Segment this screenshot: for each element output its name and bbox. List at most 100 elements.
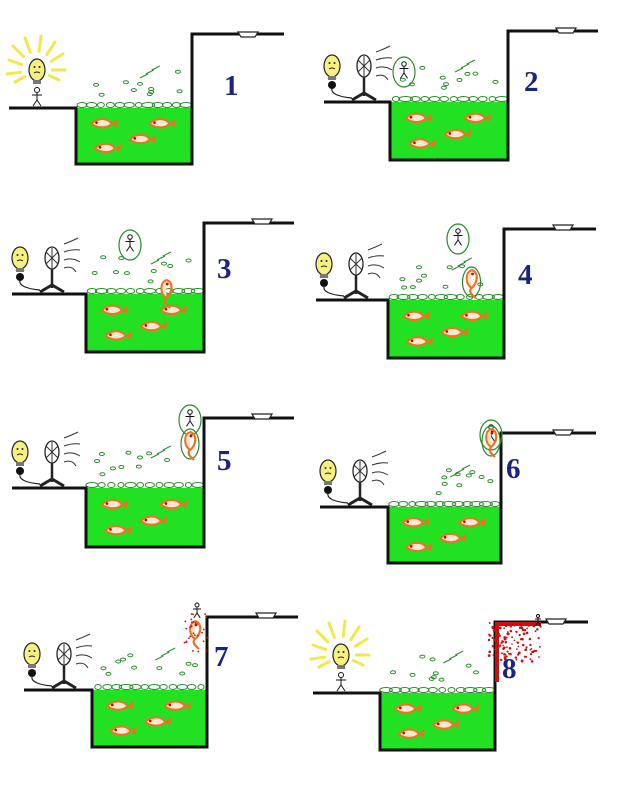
tank-outline — [12, 221, 294, 354]
splatter-dot — [521, 628, 525, 632]
surface-bubble — [135, 288, 145, 294]
surface-bubble — [428, 96, 441, 102]
mist-dot — [446, 265, 453, 270]
mist-line — [451, 265, 461, 271]
mist-dot — [105, 671, 112, 676]
surface-bubble — [184, 482, 192, 488]
surface-bubble — [107, 482, 116, 488]
splatter-dot — [509, 652, 512, 656]
splatter-dot — [509, 625, 512, 628]
fish-icon — [463, 112, 491, 123]
surface-bubble — [447, 687, 456, 693]
splatter-dot — [488, 621, 491, 624]
splatter-dot — [201, 631, 203, 634]
splatter-dot — [502, 640, 505, 643]
mist-dot — [174, 69, 181, 74]
splatter-dot — [495, 634, 498, 637]
splatter-dot — [525, 646, 528, 649]
splatter-dot — [491, 644, 495, 648]
fan-icon — [39, 237, 81, 294]
surface-bubble — [408, 687, 420, 693]
surface-bubble — [123, 102, 135, 108]
fish-icon — [160, 278, 173, 309]
tank-outline — [324, 29, 598, 162]
fish-icon — [148, 118, 176, 129]
surface-bubble — [408, 501, 417, 507]
splatter-dot — [518, 626, 522, 629]
mist-dot — [399, 277, 406, 282]
fish-icon — [109, 725, 137, 736]
mist-line — [151, 65, 161, 71]
surface-bubble — [191, 482, 205, 488]
splatter-dot — [505, 636, 508, 639]
fish-icon — [443, 128, 471, 140]
bowl-icon — [554, 27, 578, 34]
mist-dot — [91, 271, 98, 276]
splatter-dot — [202, 640, 205, 643]
surface-bubble — [163, 482, 175, 488]
mist-line — [455, 468, 465, 474]
surface-bubble — [391, 96, 401, 102]
panel-4: 4 — [315, 223, 596, 360]
splatter-dot — [529, 658, 532, 661]
mist-dot — [430, 675, 437, 680]
mist-line — [139, 73, 149, 79]
surface-bubble — [468, 96, 478, 102]
surface-bubble — [172, 288, 186, 294]
splatter-dot — [505, 625, 508, 628]
splatter-dot — [539, 621, 541, 624]
surface-bubble — [396, 294, 411, 300]
light-bulb-icon — [23, 642, 53, 687]
surface-bubble — [443, 294, 458, 300]
splatter-dot — [498, 634, 502, 638]
stick-figure-icon — [32, 87, 42, 107]
splatter-dot — [207, 636, 209, 639]
light-bulb-icon — [319, 459, 349, 504]
splatter-dot — [520, 626, 524, 630]
surface-bubble — [455, 294, 465, 300]
panel-number: 7 — [214, 641, 229, 673]
splatter-dot — [499, 658, 502, 661]
mist-line — [162, 251, 172, 257]
fish-icon — [408, 138, 436, 149]
fan-icon — [343, 243, 385, 300]
tank-outline — [320, 431, 596, 565]
mist-dot — [416, 278, 423, 283]
mist-dot — [435, 491, 442, 496]
surface-bubble — [399, 687, 411, 693]
surface-bubble — [129, 684, 142, 690]
mist-dot — [98, 92, 105, 97]
panel-number: 1 — [224, 70, 239, 102]
tank-outline — [9, 32, 284, 166]
mist-dot — [415, 265, 422, 270]
splatter-dot — [184, 620, 187, 623]
surface-bubble — [417, 687, 430, 693]
splatter-dot — [531, 650, 534, 654]
splatter-dot — [497, 632, 500, 636]
surface-bubble — [409, 96, 421, 102]
fish-icon — [93, 142, 121, 154]
surface-bubble — [155, 482, 164, 488]
panel-number: 5 — [217, 445, 232, 477]
mist-line — [461, 464, 471, 470]
mist-dot — [456, 77, 463, 82]
surface-bubble — [105, 102, 115, 108]
mist-line — [460, 63, 470, 69]
splatter-dot — [528, 637, 532, 641]
splatter-dot — [516, 641, 520, 644]
surface-bubble — [85, 102, 98, 108]
fish-icon — [431, 719, 460, 730]
splatter-dot — [504, 640, 508, 644]
mist-dot — [438, 677, 445, 682]
panel-2: 2 — [323, 27, 598, 162]
surface-bubble — [388, 501, 400, 507]
splatter-dot — [193, 634, 196, 637]
mist-dot — [439, 75, 446, 80]
mist-line — [156, 255, 166, 261]
panel-3: 3 — [11, 218, 294, 354]
surface-bubble — [134, 102, 143, 108]
fish-icon — [440, 326, 468, 338]
surface-bubble — [176, 684, 188, 690]
splatter-dot — [525, 655, 528, 658]
panel-number: 6 — [506, 453, 521, 485]
